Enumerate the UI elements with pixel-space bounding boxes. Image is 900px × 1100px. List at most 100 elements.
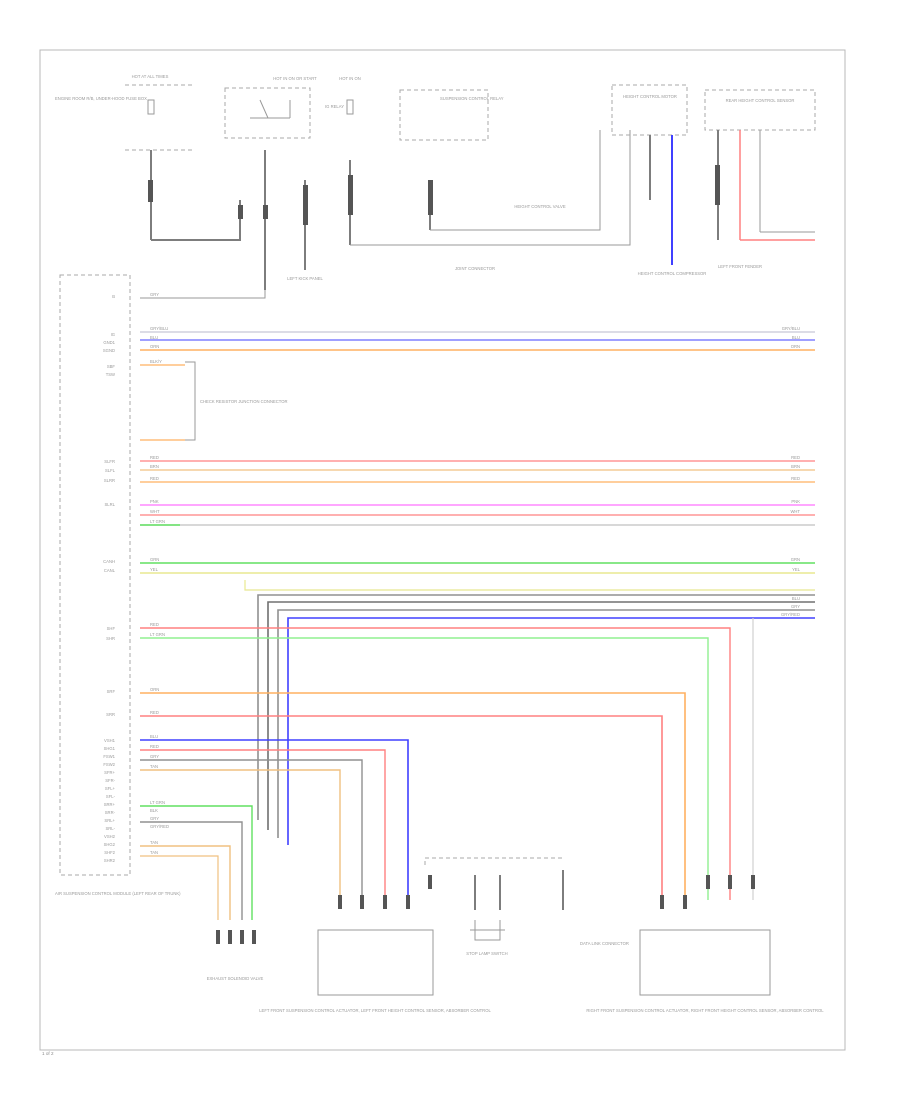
ecu-label: AIR SUSPENSION CONTROL MODULE (LEFT REAR…	[55, 891, 181, 896]
right-wire-label: GRY	[791, 604, 800, 609]
wire-gray-sens	[140, 821, 243, 920]
wire-green-sens	[140, 805, 253, 920]
wire-gray-left	[140, 759, 363, 900]
ecu-pin: VSH2	[104, 834, 116, 839]
left-wire-label: GRY/BLU	[150, 326, 168, 331]
wire-orn-right	[140, 692, 686, 900]
left-wire-label: GRY/RED	[150, 824, 169, 829]
left-wire-label: WHT	[150, 509, 160, 514]
wire-red-right	[140, 627, 731, 900]
left-wire-label: LT GRN	[150, 519, 165, 524]
ecu-pin: SHF	[107, 626, 116, 631]
relay-front-ground-label: LEFT FRONT FENDER	[718, 264, 762, 269]
dlc-label: DATA LINK CONNECTOR	[580, 941, 629, 946]
suspension-relay-label: SUSPENSION CONTROL RELAY	[440, 96, 504, 101]
wire-fuse1-ground	[151, 200, 241, 241]
motor-label: HEIGHT CONTROL MOTOR	[623, 94, 677, 99]
right-wire-label: GRY/RED	[781, 612, 800, 617]
wire-red-right-2	[140, 715, 663, 900]
ecu-pin: CANL	[104, 568, 116, 573]
left-front-assy-label: LEFT FRONT SUSPENSION CONTROL ACTUATOR, …	[259, 1008, 491, 1013]
wire-ecu-b	[140, 290, 266, 299]
wire-tan-sens	[140, 845, 231, 920]
left-wire-label: RED	[150, 622, 159, 627]
wire-vert-gray-3	[277, 609, 815, 838]
ecu-pin: SHG2	[104, 842, 116, 847]
fuse-1-icon	[147, 99, 155, 115]
right-wire-label: GRN	[791, 557, 800, 562]
left-wire-label: YEL	[150, 567, 159, 572]
ecu-pin: SRL-	[105, 826, 115, 831]
left-wire-label: ORN	[150, 344, 159, 349]
ecu-pin: SHR	[106, 636, 115, 641]
left-wire-label: TAN	[150, 840, 158, 845]
check-resistor-bracket	[185, 361, 196, 441]
left-wire-label: RED	[150, 455, 159, 460]
ecu-pin: GND1	[103, 340, 115, 345]
right-wire-label: PNK	[791, 499, 800, 504]
ecu-pin: SHG1	[104, 746, 116, 751]
left-wire-label: RED	[150, 744, 159, 749]
harness-wires	[140, 331, 815, 574]
right-front-assy-box	[639, 929, 771, 996]
sensor-box	[704, 89, 816, 131]
wire-tan-left	[140, 769, 341, 900]
right-wire-label: BRN	[791, 464, 800, 469]
wire-fuse2-horiz	[350, 130, 631, 246]
ig-relay-label: IG RELAY	[325, 104, 344, 109]
hot-in-on-2-label: HOT IN ON	[339, 76, 361, 81]
ecu-pin-labels: B IG GND1 SGND SBF TSW SLFR SLFL SLRR SL…	[103, 294, 116, 863]
stop-lamp-label: STOP LAMP SWITCH	[466, 951, 507, 956]
wire-red-left	[140, 749, 386, 900]
left-wire-label: TAN	[150, 850, 158, 855]
left-wire-label: TAN	[150, 764, 158, 769]
left-wire-label: BLK/Y	[150, 359, 162, 364]
ecu-pin: SGND	[103, 348, 115, 353]
wire-label-b: GRY	[150, 292, 159, 297]
joint-connector-label: JOINT CONNECTOR	[455, 266, 495, 271]
fuse-box-label: ENGINE ROOM R/B, UNDER-HOOD FUSE BOX	[55, 96, 147, 101]
page-ref: 1 of 2	[42, 1051, 54, 1056]
right-wire-label: BLU	[792, 335, 800, 340]
compressor-label: HEIGHT CONTROL COMPRESSOR	[638, 271, 707, 276]
ground-1-label: LEFT KICK PANEL	[287, 276, 323, 281]
connector-blocks	[148, 165, 755, 944]
wire-tan-sens-2	[140, 855, 219, 920]
left-wire-label: GRY	[150, 754, 159, 759]
stop-lamp-switch-icon	[470, 920, 505, 941]
left-wire-label: LT GRN	[150, 800, 165, 805]
suspension-relay-box	[399, 89, 489, 141]
ecu-pin: SRR-	[105, 810, 116, 815]
ecu-pin: SLRR	[104, 478, 115, 483]
height-control-valve-label: HEIGHT CONTROL VALVE	[514, 204, 565, 209]
stop-lamp-dash	[424, 857, 565, 865]
wire-susp-relay-h	[430, 130, 601, 231]
ecu-pin: SFR-	[105, 778, 115, 783]
wire-green-right	[140, 637, 709, 900]
check-resistor-label: CHECK RESISTOR JUNCTION CONNECTOR	[200, 399, 288, 404]
sensor-connector-label: EXHAUST SOLENOID VALVE	[207, 976, 264, 981]
ecu-pin: SLFR	[104, 459, 115, 464]
ecu-pin: SRR+	[104, 802, 116, 807]
ecu-pin: IG	[111, 332, 115, 337]
left-wire-label: BLU	[150, 335, 158, 340]
left-wire-label: LT GRN	[150, 632, 165, 637]
right-wire-label: GRY/BLU	[782, 326, 800, 331]
wire-vert-gray-1	[257, 594, 815, 820]
ecu-pin: SFL-	[106, 794, 116, 799]
hot-in-on-label: HOT IN ON OR START	[273, 76, 317, 81]
left-wire-label: BLK	[150, 808, 158, 813]
relay-switch-icon	[250, 99, 291, 119]
ecu-box	[59, 274, 131, 876]
ecu-pin: SLFL	[105, 468, 116, 473]
right-wire-label: ORN	[791, 344, 800, 349]
left-wire-label: PNK	[150, 499, 159, 504]
wire-vert-blue	[287, 617, 815, 845]
left-wire-label: RED	[150, 476, 159, 481]
right-wire-label: BLU	[792, 596, 800, 601]
ecu-pin: SRR	[106, 712, 115, 717]
ecu-pin: B	[112, 294, 115, 299]
right-wire-label: RED	[791, 476, 800, 481]
wire-blue-left	[140, 739, 409, 900]
ecu-pin: FSW1	[103, 754, 115, 759]
